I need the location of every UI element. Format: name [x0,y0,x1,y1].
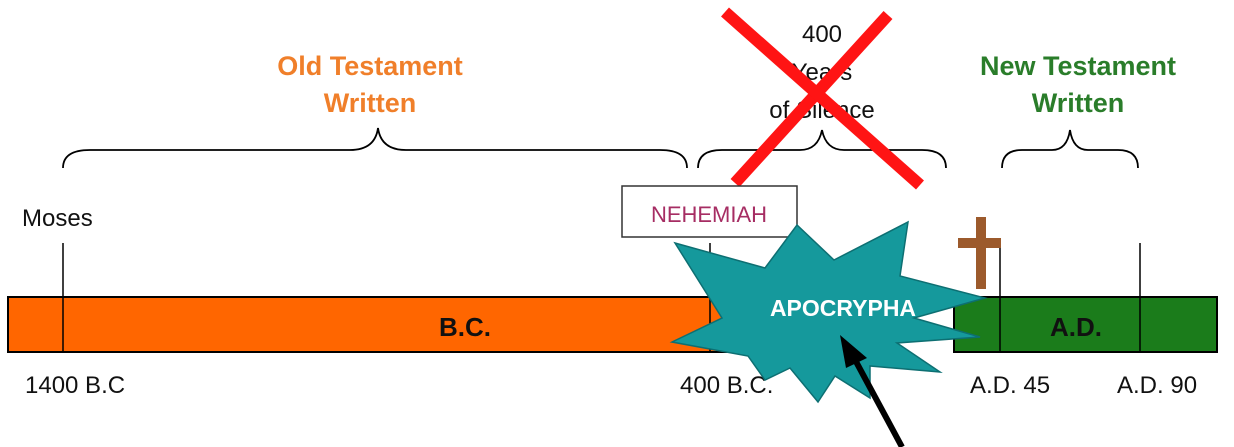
arrow-icon [840,335,905,447]
nehemiah-box [621,185,798,238]
date-400bc: 400 B.C. [680,372,773,399]
date-ad90: A.D. 90 [1117,372,1197,399]
old-testament-brace [62,127,688,169]
bc-label: B.C. [439,312,491,342]
silence-heading-1: 400 [802,21,842,48]
date-1400bc: 1400 B.C [25,372,125,399]
ad-bar [953,296,1218,353]
ad-label: A.D. [1050,312,1102,342]
old-testament-heading-2: Written [324,88,417,118]
date-ad45: A.D. 45 [970,372,1050,399]
bc-bar [7,296,731,353]
silence-brace [697,129,947,169]
moses-label: Moses [22,205,93,232]
apocrypha-starburst [669,220,988,404]
new-testament-brace [1001,129,1139,169]
old-testament-heading: Old Testament [277,51,463,81]
red-x-cross-out-icon [721,7,924,190]
new-testament-heading-2: Written [1032,88,1125,118]
cross-icon [958,217,1001,289]
new-testament-heading: New Testament [980,51,1176,81]
nehemiah-label: NEHEMIAH [651,202,767,227]
apocrypha-label: APOCRYPHA [770,295,916,321]
